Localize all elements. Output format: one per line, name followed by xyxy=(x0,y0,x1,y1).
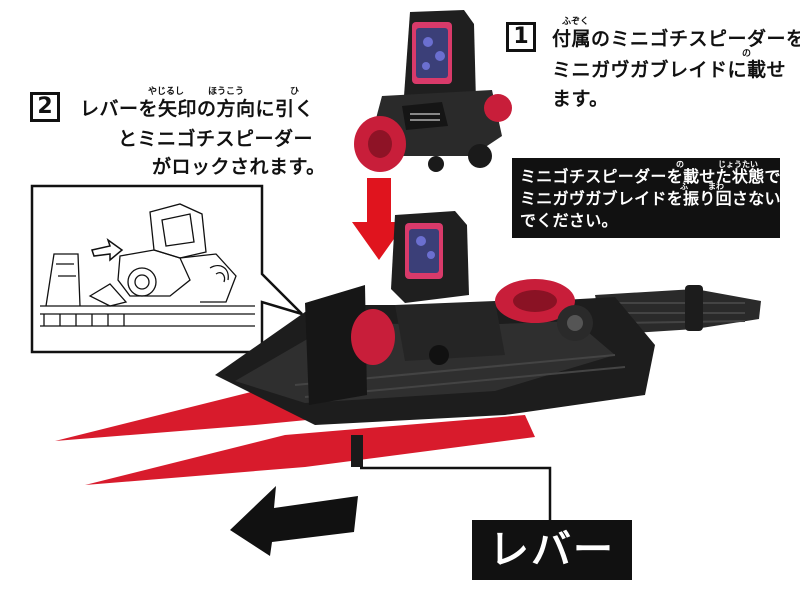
warning-line-3: でください。 xyxy=(520,211,618,230)
speeder-figure-icon xyxy=(354,10,512,172)
step-2-ruby-houkou: ほうこう xyxy=(208,87,245,97)
lever-label: レバー xyxy=(472,520,632,580)
warning-ruby-joutai: じょうたい xyxy=(718,160,758,169)
warning-ruby-mawa: まわ xyxy=(708,182,724,191)
warning-ruby-no: の xyxy=(676,160,684,169)
step-1-line-1: 付属のミニゴチスピーダーを xyxy=(552,28,800,50)
step-2-line-2: とミニゴチスピーダー xyxy=(118,128,314,150)
mini-gavgablade-toy xyxy=(55,211,761,485)
step-1-line-3: ます。 xyxy=(552,88,609,110)
inset-diagram xyxy=(30,184,303,354)
step-1-line-2: ミニガヴガブレイドに載せ xyxy=(552,59,787,81)
step-2-line-3: がロックされます。 xyxy=(152,156,326,178)
warning-line-2: ミニガヴガブレイドを振り回さない xyxy=(520,189,781,208)
pull-direction-arrow xyxy=(230,486,358,556)
red-down-arrow xyxy=(352,178,406,260)
step-1-ruby-no: の xyxy=(742,49,752,59)
warning-ruby-fu: ふ xyxy=(680,182,688,191)
step-1-number: 1 xyxy=(506,22,536,52)
step-2-ruby-yajirushi: やじるし xyxy=(148,87,185,97)
warning-line-1: ミニゴチスピーダーを載せた状態で xyxy=(520,167,781,186)
lever-pointer-line xyxy=(360,466,552,522)
warning-box: の じょうたい ふ まわ ミニゴチスピーダーを載せた状態で ミニガヴガブレイドを… xyxy=(512,158,781,238)
step-1-ruby-fuzoku: ふぞく xyxy=(562,17,590,27)
step-2-line-1: レバーを矢印の方向に引く xyxy=(80,98,315,120)
step-2-ruby-hi: ひ xyxy=(290,87,300,97)
step-2-number: 2 xyxy=(30,92,60,122)
